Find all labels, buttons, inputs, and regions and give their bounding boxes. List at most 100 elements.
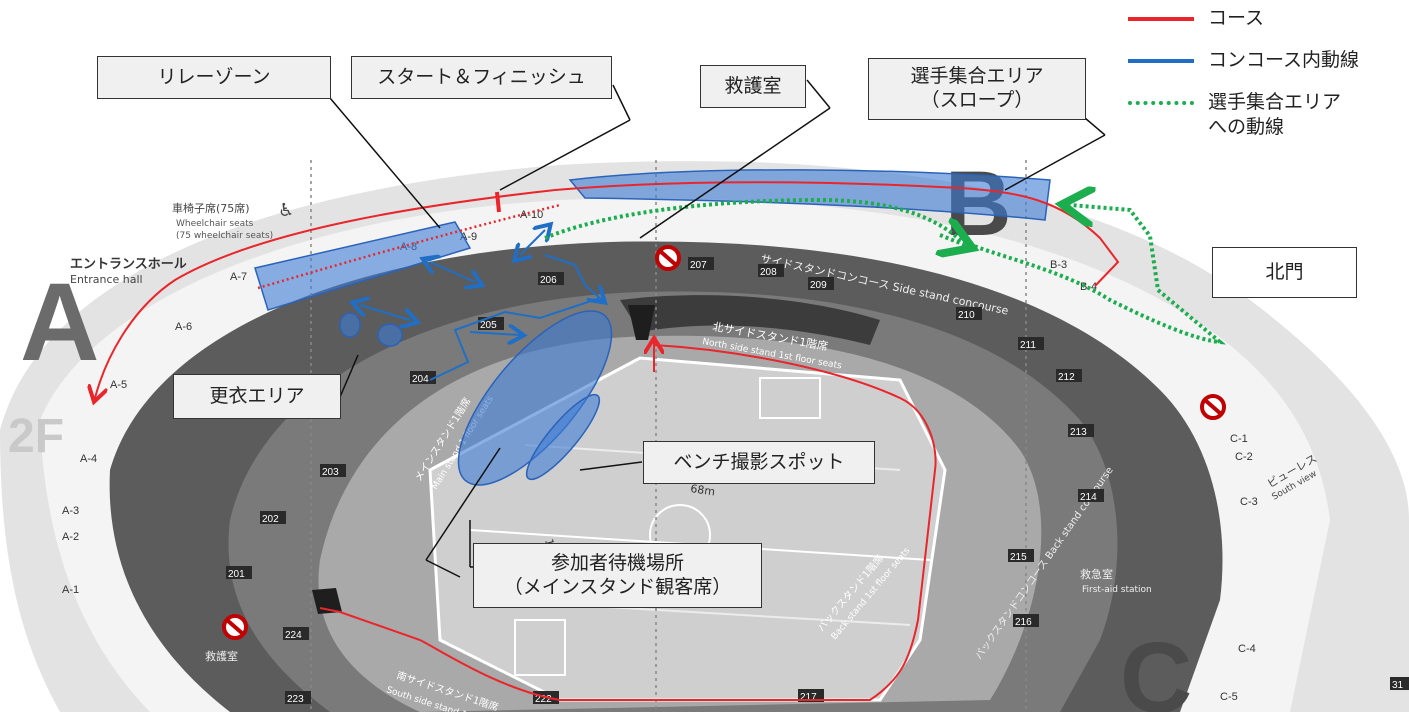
block-number-bg [1013,614,1039,627]
first-aid-callout: 救護室 [700,65,806,108]
block-number-bg [226,566,252,579]
gate-id-label: A-5 [110,379,127,391]
gate-id-label: A-3 [62,505,79,517]
gate-id-label: A-6 [175,321,192,333]
gate-a-letter: A [20,261,99,384]
wheelchair-en: Wheelchair seats [176,219,254,229]
block-number-bg [410,371,436,384]
start-finish-text: スタート＆フィニッシュ [377,65,586,88]
floor-label: 2F [8,410,64,463]
changing-area-dot [339,312,361,338]
block-number-label: 202 [262,514,279,525]
highlight-areas [254,169,1051,486]
no-entry-sign [1200,394,1226,420]
tunnel-south [312,588,342,614]
block-number-bg [538,272,564,285]
legend-label-course: コース [1208,7,1265,29]
block-number-label: 213 [1070,427,1087,438]
gate-id-label: C-3 [1240,496,1258,508]
relay-zone-callout: リレーゾーン [97,56,331,99]
block-number-bg [956,307,982,320]
block-number-bg [285,691,311,704]
gate-id-label: A-1 [62,584,79,596]
block-number-label: 203 [322,467,339,478]
block-number-bg [1056,369,1082,382]
block-number-label: 208 [760,267,777,278]
block-number-labels: 2012022032042052062072082092102112122132… [226,257,1409,705]
wheelchair-label: 車椅子席(75席) [172,201,250,215]
block-number-label: 215 [1010,552,1027,563]
block-number-label: 214 [1080,492,1097,503]
assembly-route-arrow [940,235,965,245]
gate-id-labels: A-1A-2A-3A-4A-5A-6A-7A-8A-9A-10B-3B-4C-1… [62,209,1258,703]
bench-photo-callout: ベンチ撮影スポット [643,441,875,484]
gate-id-label: C-2 [1235,451,1253,463]
block-number-label: 217 [800,692,817,703]
changing-area-dot [377,323,403,347]
course-route [95,181,1120,701]
changing-area-callout: 更衣エリア [173,374,341,419]
legend-label-assembly: 選手集合エリア への動線 [1208,91,1342,138]
legend-swatch-concourse [1128,59,1194,63]
concourse-routes [360,230,602,381]
entrance-hall-label: エントランスホール [70,257,187,272]
legend-item-concourse: コンコース内動線 [1128,48,1359,73]
gate-id-label: A-4 [80,453,97,465]
guide-lines [310,160,1027,712]
no-entry-sign [655,245,681,271]
block-number-bg [283,627,309,640]
block-number-label: 223 [287,694,304,705]
block-number-label: 224 [285,630,302,641]
north-gate-callout: 北門 [1212,247,1357,298]
block-number-label: 211 [1020,340,1036,351]
gate-id-label: A-2 [62,531,79,543]
legend-label-concourse: コンコース内動線 [1208,49,1360,71]
block-number-label: 31 [1392,680,1404,691]
field-width-label: 68m [690,482,716,498]
block-number-label: 201 [228,569,245,580]
gate-id-label: C-1 [1230,433,1248,445]
bench-photo-area [525,393,601,481]
legend-swatch-course [1128,17,1194,21]
gate-id-label: A-10 [520,209,543,221]
assembly-area-subtext: （スロープ） [920,89,1034,111]
block-number-bg [260,511,286,524]
legend: コース コンコース内動線 選手集合エリア への動線 [1128,0,1409,150]
waiting-area-callout: 参加者待機場所 （メインスタンド観客席） [473,543,762,608]
block-number-label: 216 [1015,617,1032,628]
block-number-label: 209 [810,280,827,291]
block-number-bg [798,689,824,702]
gate-c-letter: C [1120,622,1192,712]
first-aid-text: 救護室 [724,74,782,97]
changing-area-text: 更衣エリア [209,384,305,407]
legend-item-assembly: 選手集合エリア への動線 [1128,90,1341,139]
wheelchair-en2: (75 wheelchair seats) [176,231,273,241]
block-number-label: 205 [480,320,497,331]
block-number-label: 206 [540,275,557,286]
block-number-label: 207 [690,260,707,271]
wheelchair-icon: ♿ [278,200,294,221]
north-stand-roof [620,295,880,345]
legend-item-course: コース [1128,6,1264,31]
block-number-label: 222 [535,694,552,705]
block-number-bg [688,257,714,270]
gate-id-label: C-5 [1220,691,1238,703]
waiting-area-text: 参加者待機場所 [550,551,684,574]
gate-id-label: C-4 [1238,643,1256,655]
no-entry-sign [222,614,248,640]
block-number-bg [1390,677,1409,690]
block-number-label: 210 [958,310,975,321]
assembly-area-callout: 選手集合エリア （スロープ） [868,58,1086,120]
block-number-bg [758,264,784,277]
block-number-bg [1078,489,1104,502]
callout-leaders [329,79,1106,578]
start-finish-callout: スタート＆フィニッシュ [351,56,612,99]
block-number-bg [320,464,346,477]
first-aid-left-label: 救護室 [205,649,238,663]
tunnel-north [628,305,655,340]
block-number-label: 212 [1058,372,1075,383]
relay-zone-area [254,221,472,311]
bench-photo-text: ベンチ撮影スポット [673,450,845,473]
block-number-bg [808,277,834,290]
